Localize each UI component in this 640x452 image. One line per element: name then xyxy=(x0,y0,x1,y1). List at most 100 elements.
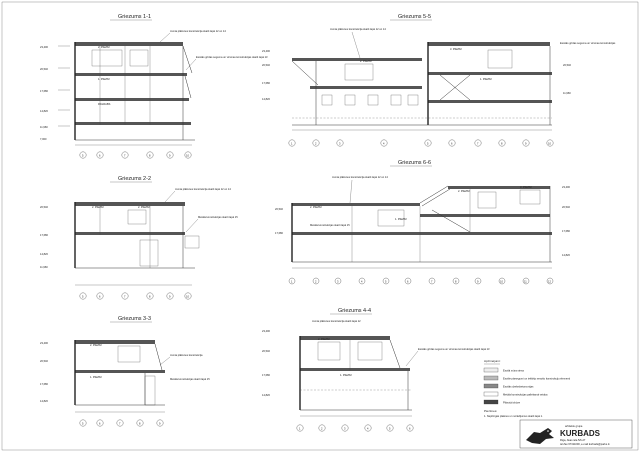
axis-label: 6 xyxy=(99,422,101,426)
axis-label: 2 xyxy=(315,142,317,146)
annotations: Jumta plāksnes konstrukcija skatīt lapā … xyxy=(310,175,388,227)
elev-label: 17,680 xyxy=(40,233,48,237)
elev-label: 14,820 xyxy=(262,393,270,397)
room-label: 2. PIEZIM xyxy=(458,189,470,193)
room-label: PAGRABS xyxy=(98,102,111,106)
elev-label: 14,820 xyxy=(40,399,48,403)
grid-axes: 5 6 7 8 9 10 xyxy=(75,284,192,300)
axis-label: 6 xyxy=(99,295,101,299)
section-building: 2. PIEZIM 2. PIEZIM xyxy=(74,202,200,269)
axis-label: 4 xyxy=(383,142,385,146)
section-title: Griezums 4-4 xyxy=(338,308,371,314)
axis-label: 6 xyxy=(409,427,411,431)
axis-label: 4 xyxy=(367,427,369,431)
elev-label: 17,680 xyxy=(40,382,48,386)
elev-label: 20,540 xyxy=(40,67,48,71)
elev-label: 17,680 xyxy=(262,81,270,85)
section-4-4: Griezums 4-4 23,400 20,540 17,680 14,820… xyxy=(262,308,490,432)
elev-label: 23,400 xyxy=(562,185,570,189)
grid-axes: 5 6 7 8 9 10 xyxy=(75,144,192,159)
annotations: Jumta plāksnes konstrukcija Metāla konst… xyxy=(159,353,210,381)
room-label: 2. PIEZIM xyxy=(310,205,322,209)
notes-text: 1. Nepilnīgās plaknes un norādījumus ska… xyxy=(484,414,543,418)
axis-label: 10 xyxy=(500,280,503,284)
note: Metāla konstrukcijas skatīt lapā 15 xyxy=(310,223,350,227)
section-title: Griezums 6-6 xyxy=(398,160,431,166)
axis-label: 3 xyxy=(339,142,341,146)
axis-label: 1 xyxy=(299,427,301,431)
elev-label: 17,680 xyxy=(262,373,270,377)
section-title: Griezums 1-1 xyxy=(118,14,151,20)
axis-label: 8 xyxy=(149,154,151,158)
annotations: Jumta plāksnes konstrukcija skatīt lapā … xyxy=(330,27,616,59)
axis-label: 9 xyxy=(169,295,171,299)
section-5-5: Griezums 5-5 23,400 20,540 17,680 14,820… xyxy=(262,14,616,147)
note: Esošās grīdas seguma un virsmas konstruk… xyxy=(560,41,616,45)
elevation-markers: 23,400 20,540 17,680 14,820 20,540 11,96… xyxy=(262,49,571,101)
legend-item: Esošie pārsegumi un iekšējo nesošo konst… xyxy=(503,377,570,381)
axis-label: 6 xyxy=(407,280,409,284)
section-title: Griezums 2-2 xyxy=(118,176,151,182)
room-label: 1. PIEZIM xyxy=(98,77,110,81)
axis-label: 10 xyxy=(186,154,189,158)
axis-label: 5 xyxy=(82,422,84,426)
section-building: 2. PIEZIM 1. PIEZIM xyxy=(74,340,165,406)
axis-label: 1 xyxy=(291,142,293,146)
note: Metāla konstrukcijas skatīt lapā 15 xyxy=(198,215,238,219)
axis-label: 7 xyxy=(477,142,479,146)
section-building: 2. PIEZIM 1. PIEZIM xyxy=(299,336,412,411)
axis-label: 8 xyxy=(455,280,457,284)
axis-label: 5 xyxy=(82,295,84,299)
section-title: Griezums 5-5 xyxy=(398,14,431,20)
elev-label: 23,400 xyxy=(40,341,48,345)
grid-axes: 1 2 3 4 5 6 7 8 9 10 11 12 xyxy=(288,267,554,285)
elev-label: 14,820 xyxy=(40,252,48,256)
section-building: 2. PIEZIM 1. PIEZIM 2. PIEZIM 3. PIEZIM xyxy=(291,185,552,263)
elev-label: 20,540 xyxy=(262,63,270,67)
axis-label: 7 xyxy=(124,295,126,299)
room-label: 2. PIEZIM xyxy=(138,205,150,209)
kurbads-logo-icon xyxy=(526,428,554,444)
section-2-2: Griezums 2-2 20,540 17,680 14,820 11,960… xyxy=(40,176,238,300)
elevation-markers: 23,400 20,540 17,680 14,820 20,540 17,68… xyxy=(275,185,570,257)
axis-label: 5 xyxy=(389,427,391,431)
axis-label: 2 xyxy=(315,280,317,284)
elev-label: 11,960 xyxy=(40,125,48,129)
room-label: 1. PIEZIM xyxy=(395,217,407,221)
axis-label: 9 xyxy=(477,280,479,284)
axis-label: 8 xyxy=(149,295,151,299)
room-label: 2. PIEZIM xyxy=(92,205,104,209)
axis-label: 1 xyxy=(291,280,293,284)
room-label: 1. PIEZIM xyxy=(340,373,352,377)
room-label: 2. PIEZIM xyxy=(318,337,330,341)
note: Metāla konstrukcijas skatīt lapā 15 xyxy=(170,377,210,381)
title-block: arhitektu grupa KURBADS Rīga, Akas iela … xyxy=(519,419,633,449)
legend-item: Plānotā izbūve xyxy=(503,401,521,405)
legend-title: Apzīmējumi: xyxy=(484,359,501,363)
axis-label: 10 xyxy=(548,142,551,146)
elev-label: 11,960 xyxy=(563,91,571,95)
grid-axes: 5 6 7 8 9 xyxy=(75,411,165,427)
legend-item: Esošās dzelzsbetona sijas xyxy=(503,385,534,389)
elev-label: 17,680 xyxy=(275,231,283,235)
room-label: 1. PIEZIM xyxy=(480,77,492,81)
axis-label: 12 xyxy=(548,280,551,284)
axis-label: 7 xyxy=(124,154,126,158)
axis-label: 7 xyxy=(431,280,433,284)
axis-label: 5 xyxy=(427,142,429,146)
elev-label: 20,540 xyxy=(563,63,571,67)
note: Jumta plāksnes konstrukcija skatīt lapā … xyxy=(170,29,226,33)
section-3-3: Griezums 3-3 23,400 20,540 17,680 14,820… xyxy=(40,316,210,427)
note: Esošās grīdas seguma un virsmas konstruk… xyxy=(418,347,490,351)
elev-label: 7,000 xyxy=(40,137,47,141)
axis-label: 7 xyxy=(119,422,121,426)
room-label: 2. PIEZIM xyxy=(98,45,110,49)
axis-label: 8 xyxy=(139,422,141,426)
axis-label: 3 xyxy=(337,280,339,284)
axis-label: 6 xyxy=(99,154,101,158)
company-address: Rīga, Akas iela 5/6-27 xyxy=(560,438,586,442)
grid-axes: 1 2 3 4 5 6 xyxy=(296,415,414,432)
elev-label: 23,400 xyxy=(262,49,270,53)
elevation-markers: 23,400 20,540 17,680 14,820 xyxy=(40,341,48,403)
